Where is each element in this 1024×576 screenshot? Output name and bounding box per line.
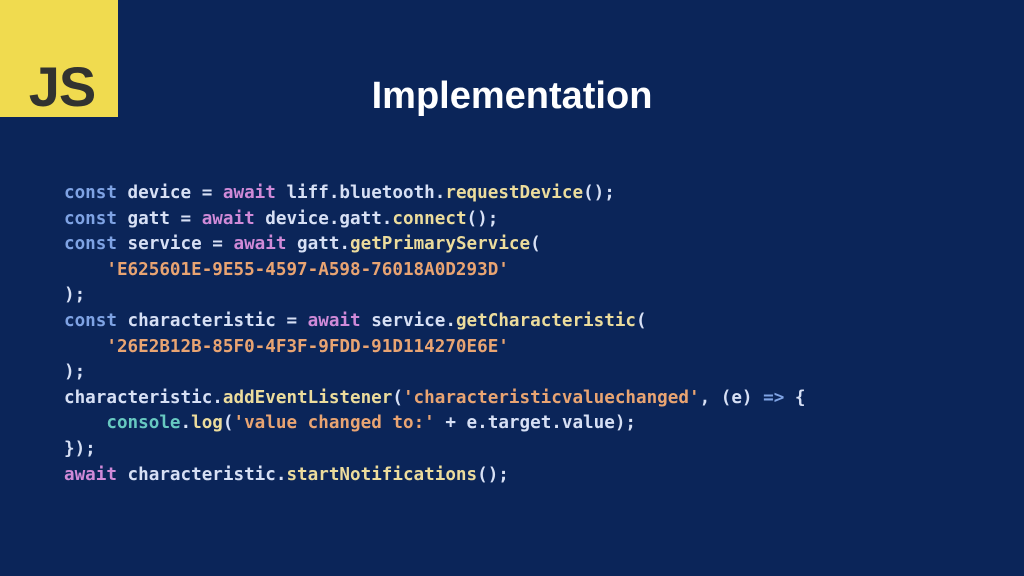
code-token: ( bbox=[222, 413, 234, 434]
code-token: characteristic = bbox=[116, 310, 308, 331]
code-line: const gatt = await device.gatt.connect()… bbox=[64, 207, 806, 233]
code-line: ); bbox=[64, 360, 806, 386]
code-line: '26E2B12B-85F0-4F3F-9FDD-91D114270E6E' bbox=[64, 335, 806, 361]
code-token: ( bbox=[636, 310, 647, 331]
code-token: service. bbox=[360, 310, 456, 331]
code-token: const bbox=[64, 310, 117, 331]
code-token: 'characteristicvaluechanged' bbox=[402, 387, 700, 408]
code-line: const service = await gatt.getPrimarySer… bbox=[64, 232, 806, 258]
code-line: characteristic.addEventListener('charact… bbox=[64, 386, 806, 412]
code-token: characteristic. bbox=[116, 464, 287, 485]
code-token: , (e) bbox=[699, 387, 764, 408]
code-token: liff.bluetooth. bbox=[275, 183, 446, 203]
code-line: ); bbox=[64, 283, 806, 309]
code-token: await bbox=[64, 464, 117, 485]
code-block: const device = await liff.bluetooth.requ… bbox=[64, 181, 806, 488]
code-token: { bbox=[784, 387, 806, 408]
code-token: '26E2B12B-85F0-4F3F-9FDD-91D114270E6E' bbox=[106, 336, 509, 357]
code-token: addEventListener bbox=[222, 387, 393, 408]
code-line: await characteristic.startNotifications(… bbox=[64, 463, 806, 489]
code-token: await bbox=[233, 234, 287, 255]
code-token: getCharacteristic bbox=[455, 310, 637, 331]
code-line: }); bbox=[64, 437, 806, 463]
code-token: const bbox=[64, 234, 117, 255]
code-token: gatt. bbox=[286, 234, 351, 255]
code-token: getPrimaryService bbox=[350, 234, 531, 255]
code-token: const bbox=[64, 183, 117, 203]
code-token: (); bbox=[583, 183, 615, 203]
js-logo-text: JS bbox=[28, 55, 97, 118]
code-token: device = bbox=[116, 183, 223, 203]
code-line: 'E625601E-9E55-4597-A598-76018A0D293D' bbox=[64, 258, 806, 284]
js-logo: JS bbox=[0, 0, 118, 117]
code-token: console bbox=[106, 413, 181, 434]
code-token: const bbox=[64, 208, 117, 229]
code-token: (); bbox=[466, 208, 499, 229]
code-token: ); bbox=[64, 285, 86, 306]
code-token: await bbox=[222, 183, 276, 203]
code-token: ( bbox=[530, 234, 541, 255]
code-token bbox=[64, 337, 106, 357]
code-line: const device = await liff.bluetooth.requ… bbox=[64, 181, 806, 207]
code-token: await bbox=[307, 310, 361, 331]
slide-title: Implementation bbox=[371, 75, 653, 117]
code-token: ); bbox=[64, 362, 86, 383]
code-token: => bbox=[763, 387, 785, 408]
code-token: service = bbox=[116, 234, 234, 255]
code-token: gatt = bbox=[116, 208, 202, 229]
code-token: device.gatt. bbox=[254, 208, 393, 229]
code-token: ( bbox=[392, 387, 403, 408]
code-token: log bbox=[191, 413, 223, 434]
code-token: connect bbox=[392, 208, 467, 229]
code-line: const characteristic = await service.get… bbox=[64, 309, 806, 335]
code-token: characteristic. bbox=[64, 387, 223, 408]
code-token: requestDevice bbox=[445, 183, 584, 203]
code-token: . bbox=[180, 413, 192, 434]
code-token: (); bbox=[477, 464, 509, 485]
code-token bbox=[64, 413, 106, 433]
code-token: await bbox=[201, 208, 255, 229]
code-token: 'value changed to:' bbox=[233, 413, 435, 434]
code-token: startNotifications bbox=[286, 464, 478, 485]
code-token: 'E625601E-9E55-4597-A598-76018A0D293D' bbox=[106, 259, 509, 280]
code-token bbox=[64, 260, 106, 280]
code-token: }); bbox=[64, 438, 96, 459]
code-line: console.log('value changed to:' + e.targ… bbox=[64, 411, 806, 437]
code-token: + e.target.value); bbox=[434, 413, 637, 434]
